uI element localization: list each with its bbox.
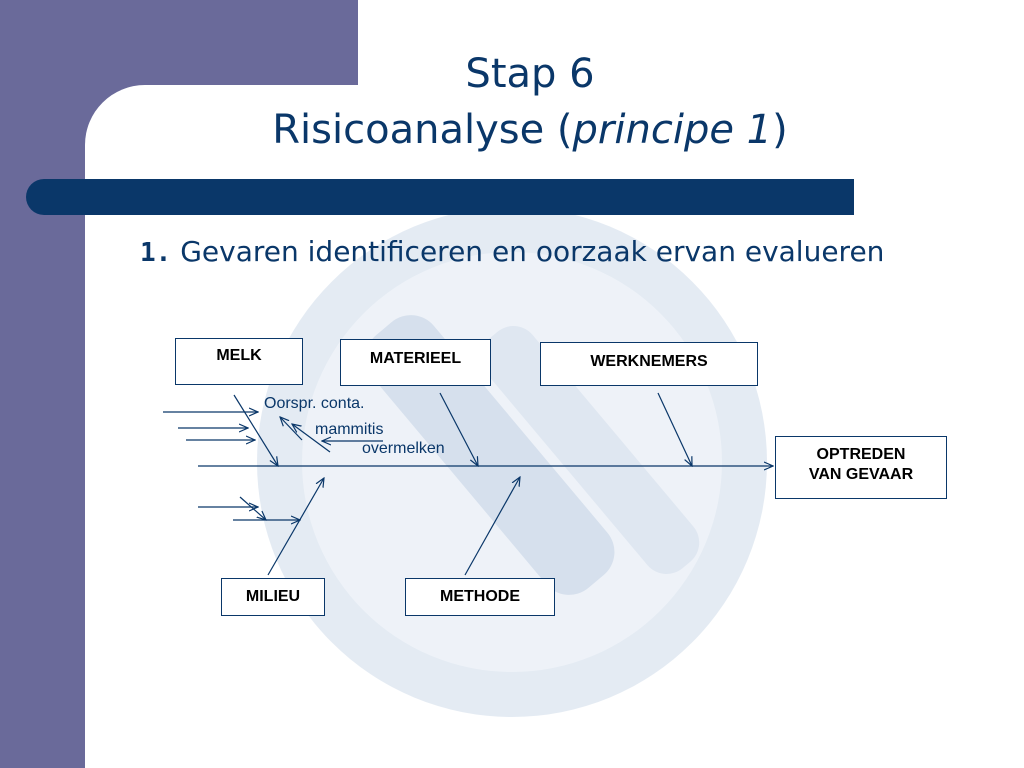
category-melk: MELK (175, 338, 303, 385)
branch-milieu (267, 478, 324, 576)
cause-mammitis: mammitis (315, 421, 384, 438)
title-underline-bar (26, 179, 854, 215)
category-materieel: MATERIEEL (340, 339, 491, 386)
sub-arrow-2 (292, 424, 331, 453)
bullet-text: Gevaren identificeren en oorzaak ervan e… (180, 235, 885, 268)
title-close-paren: ) (772, 107, 788, 153)
category-methode: METHODE (405, 578, 555, 616)
branch-werknemers (657, 392, 692, 466)
effect-line-1: OPTREDEN (816, 446, 906, 463)
branch-materieel (439, 392, 478, 466)
title-italic-text: principe 1 (572, 107, 773, 153)
bullet-heading: 1. Gevaren identificeren en oorzaak erva… (140, 232, 1020, 273)
bullet-number: 1. (140, 238, 172, 268)
title-normal-text: Risicoanalyse ( (272, 107, 573, 153)
sub-arrow-4 (239, 496, 266, 520)
branch-melk (233, 394, 278, 466)
category-milieu: MILIEU (221, 578, 325, 616)
branch-methode (464, 477, 520, 576)
cause-oorspr-conta: Oorspr. conta. (264, 395, 365, 412)
effect-box: OPTREDEN VAN GEVAAR (775, 436, 947, 499)
page-subtitle-heading: Risicoanalyse (principe 1) (180, 106, 880, 154)
cause-overmelken: overmelken (362, 440, 445, 457)
category-werknemers: WERKNEMERS (540, 342, 758, 386)
page-title: Stap 6 (465, 51, 595, 97)
effect-line-2: VAN GEVAAR (808, 466, 914, 483)
